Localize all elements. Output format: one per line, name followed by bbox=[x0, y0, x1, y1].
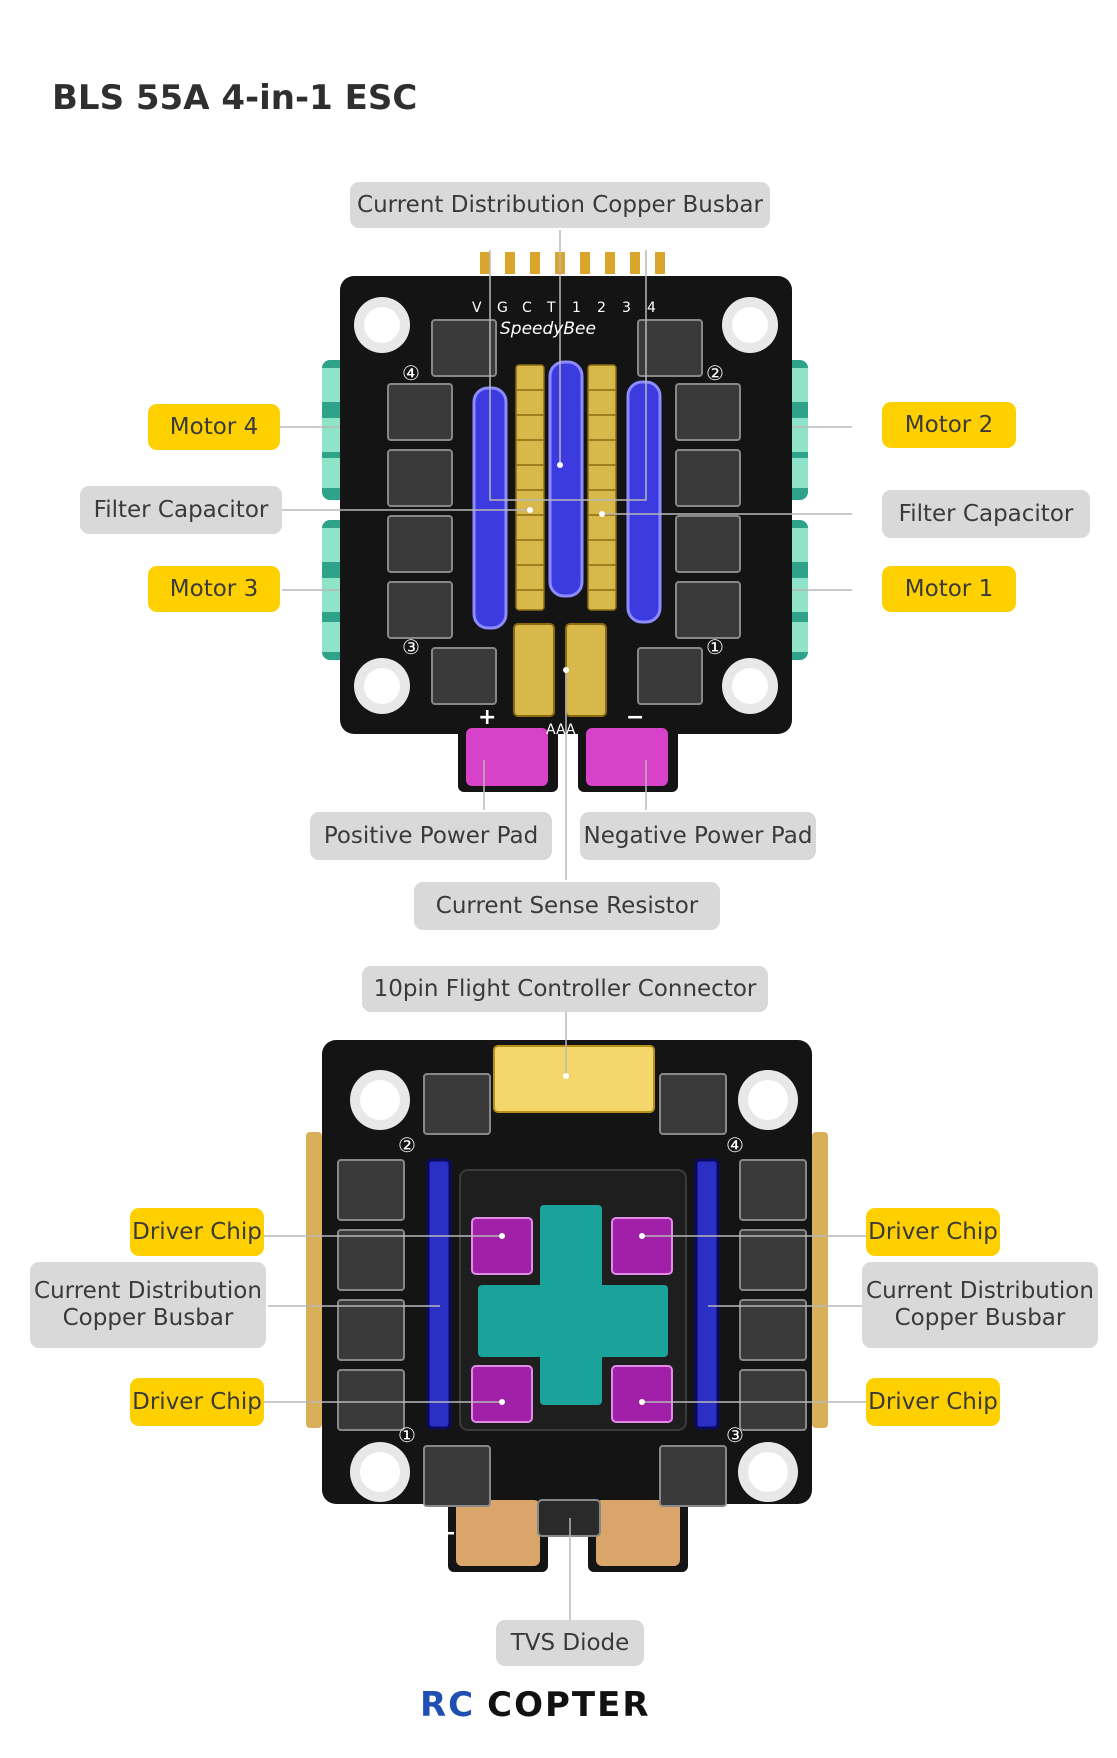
label-sense-resistor: Current Sense Resistor bbox=[414, 882, 720, 930]
label-positive-pad: Positive Power Pad bbox=[310, 812, 552, 860]
corner-mark-1: ① bbox=[706, 635, 724, 659]
pin-label-v: V bbox=[472, 300, 482, 316]
rc-copter-logo: RC COPTER bbox=[420, 1685, 651, 1725]
resistor-code: AAA bbox=[546, 722, 576, 738]
label-driver-top-right: Driver Chip bbox=[866, 1208, 1000, 1256]
label-busbar-right: Current Distribution Copper Busbar bbox=[862, 1262, 1098, 1348]
corner-mark-2: ② bbox=[706, 361, 724, 385]
label-driver-bottom-left: Driver Chip bbox=[130, 1378, 264, 1426]
minus-mark: − bbox=[626, 705, 644, 730]
bottom-plus-mark: + bbox=[690, 1521, 708, 1546]
brand-logo: SpeedyBee bbox=[500, 319, 596, 339]
pin-label-3: 3 bbox=[622, 300, 631, 316]
pin-label-2: 2 bbox=[597, 300, 606, 316]
pin-label-t: T bbox=[546, 300, 556, 316]
label-filter-left: Filter Capacitor bbox=[80, 486, 282, 534]
logo-rc: RC bbox=[420, 1685, 475, 1725]
corner-mark-4: ④ bbox=[402, 361, 420, 385]
bottom-corner-mark-4: ④ bbox=[726, 1133, 744, 1157]
logo-copter: COPTER bbox=[487, 1685, 650, 1725]
bottom-minus-mark: − bbox=[438, 1521, 456, 1546]
label-motor-1: Motor 1 bbox=[882, 566, 1016, 612]
label-driver-top-left: Driver Chip bbox=[130, 1208, 264, 1256]
label-busbar-left: Current Distribution Copper Busbar bbox=[30, 1262, 266, 1348]
label-negative-pad: Negative Power Pad bbox=[580, 812, 816, 860]
bottom-corner-mark-2: ② bbox=[398, 1133, 416, 1157]
label-busbar: Current Distribution Copper Busbar bbox=[350, 182, 770, 228]
label-driver-bottom-right: Driver Chip bbox=[866, 1378, 1000, 1426]
plus-mark: + bbox=[478, 705, 496, 730]
label-filter-right: Filter Capacitor bbox=[882, 490, 1090, 538]
label-motor-2: Motor 2 bbox=[882, 402, 1016, 448]
bottom-corner-mark-1: ① bbox=[398, 1423, 416, 1447]
label-tvs-diode: TVS Diode bbox=[496, 1620, 644, 1666]
pin-label-c: C bbox=[522, 300, 532, 316]
pin-label-g: G bbox=[497, 300, 508, 316]
pin-label-4: 4 bbox=[647, 300, 656, 316]
corner-mark-3: ③ bbox=[402, 635, 420, 659]
label-motor-3: Motor 3 bbox=[148, 566, 280, 612]
label-motor-4: Motor 4 bbox=[148, 404, 280, 450]
label-fc-connector: 10pin Flight Controller Connector bbox=[362, 966, 768, 1012]
pin-label-1: 1 bbox=[572, 300, 581, 316]
bottom-corner-mark-3: ③ bbox=[726, 1423, 744, 1447]
bottom-board bbox=[264, 1012, 866, 1620]
